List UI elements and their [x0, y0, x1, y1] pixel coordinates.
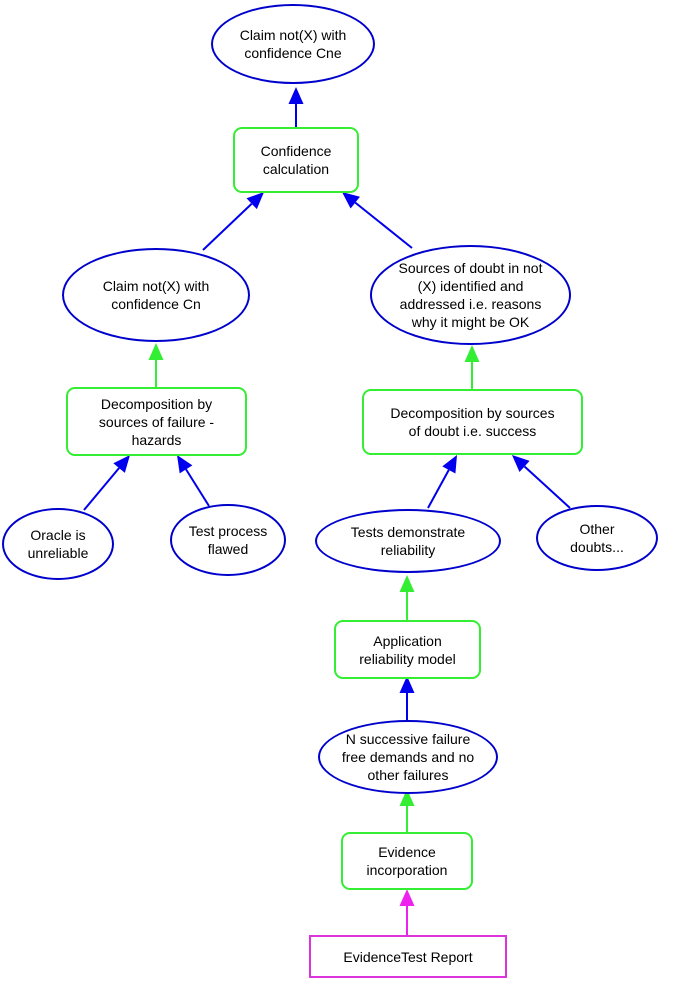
claim-other-doubts-label: Other doubts... [570, 521, 624, 555]
strategy-decomposition-doubt[interactable]: Decomposition by sources of doubt i.e. s… [362, 389, 583, 455]
edge-testproc-to-decompfail-arrowhead [177, 455, 193, 474]
strategy-decomposition-failure-label: Decomposition by sources of failure - ha… [98, 395, 215, 448]
diagram-edges [83, 87, 571, 935]
edge-report-to-incorp-arrowhead [399, 889, 415, 906]
claim-tests-demonstrate-reliability-label: Tests demonstrate reliability [350, 524, 466, 558]
edge-decompfail-to-cn-arrowhead [148, 343, 164, 360]
claim-oracle-unreliable-label: Oracle is unreliable [27, 527, 89, 561]
edge-demands-to-model-arrowhead [399, 676, 415, 693]
edge-tests-to-decompdoubt-arrowhead [442, 455, 457, 474]
edge-cn-to-calc-arrowhead [246, 192, 264, 210]
strategy-application-reliability-model-label: Application reliability model [359, 632, 456, 667]
strategy-confidence-calculation-label: Confidence calculation [260, 143, 332, 177]
strategy-evidence-incorporation[interactable]: Evidence incorporation [341, 832, 473, 890]
edge-doubt-to-calc-arrowhead [342, 192, 360, 209]
claim-tests-demonstrate-reliability[interactable]: Tests demonstrate reliability [315, 509, 501, 573]
edge-incorp-to-demands-arrowhead [399, 789, 415, 806]
strategy-application-reliability-model[interactable]: Application reliability model [334, 620, 481, 679]
edge-other-to-decompdoubt-arrowhead [512, 455, 530, 473]
edge-oracle-to-decompfail-line [83, 467, 120, 511]
evidence-test-report-label: EvidenceTest Report [343, 948, 473, 965]
claim-confidence-cne[interactable]: Claim not(X) with confidence Cne [211, 4, 375, 84]
strategy-decomposition-failure[interactable]: Decomposition by sources of failure - ha… [66, 387, 247, 456]
claim-sources-of-doubt[interactable]: Sources of doubt in not (X) identified a… [370, 245, 571, 345]
edge-testproc-to-decompfail-line [185, 468, 210, 507]
edge-tests-to-decompdoubt-line [427, 469, 450, 509]
evidence-test-report[interactable]: EvidenceTest Report [309, 935, 507, 978]
strategy-decomposition-doubt-label: Decomposition by sources of doubt i.e. s… [390, 405, 555, 439]
claim-other-doubts[interactable]: Other doubts... [536, 505, 658, 571]
claim-n-successive-demands[interactable]: N successive failure free demands and no… [318, 720, 498, 794]
claim-sources-of-doubt-label: Sources of doubt in not (X) identified a… [398, 260, 543, 330]
claim-confidence-cne-label: Claim not(X) with confidence Cne [239, 27, 347, 61]
claim-oracle-unreliable[interactable]: Oracle is unreliable [2, 508, 114, 580]
edge-doubt-to-calc-line [354, 201, 413, 249]
edge-calc-to-cne-arrowhead [288, 87, 304, 104]
edge-decompdoubt-to-doubt-arrowhead [464, 345, 480, 362]
edge-other-to-decompdoubt-line [523, 465, 571, 509]
claim-confidence-cn-label: Claim not(X) with confidence Cn [102, 278, 210, 312]
edge-cn-to-calc-line [202, 202, 253, 251]
claim-confidence-cn[interactable]: Claim not(X) with confidence Cn [62, 248, 250, 342]
strategy-confidence-calculation[interactable]: Confidence calculation [233, 127, 359, 193]
edge-oracle-to-decompfail-arrowhead [113, 455, 130, 473]
claim-test-process-flawed-label: Test process flawed [188, 523, 268, 557]
claim-n-successive-demands-label: N successive failure free demands and no… [341, 731, 475, 783]
claim-test-process-flawed[interactable]: Test process flawed [170, 504, 286, 576]
strategy-evidence-incorporation-label: Evidence incorporation [366, 844, 448, 878]
edge-model-to-tests-arrowhead [399, 575, 415, 592]
